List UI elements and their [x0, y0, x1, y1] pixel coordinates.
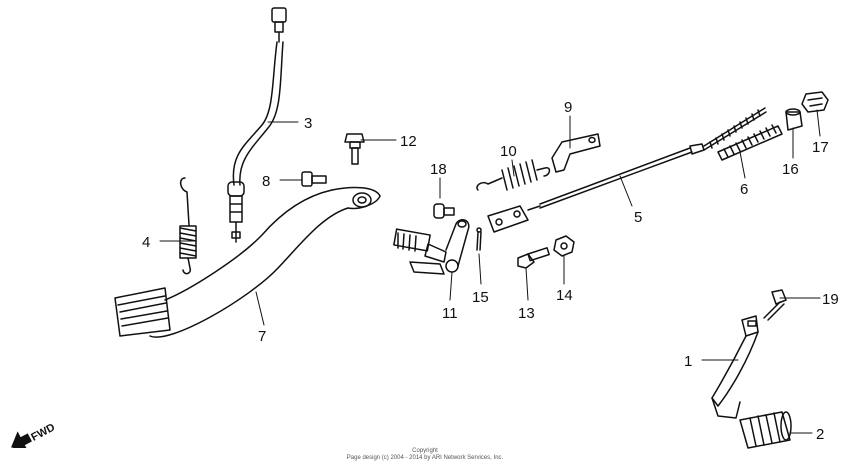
callout-part-18: 18	[430, 161, 447, 178]
cotter-pin	[476, 227, 482, 251]
callout-part-5: 5	[634, 209, 642, 226]
callout-part-6: 6	[740, 181, 748, 198]
callout-part-10: 10	[500, 143, 517, 160]
brake-arm	[393, 219, 470, 275]
callout-part-13: 13	[518, 305, 535, 322]
callout-part-15: 15	[472, 289, 489, 306]
joint-pin	[785, 108, 803, 131]
adjusting-nut	[801, 91, 829, 113]
arm-bolt	[433, 203, 455, 219]
cable-bracket	[551, 133, 601, 173]
callout-part-14: 14	[556, 287, 573, 304]
flange-bolt	[344, 133, 365, 165]
callout-part-16: 16	[782, 161, 799, 178]
callout-part-4: 4	[142, 234, 150, 251]
callout-part-2: 2	[816, 426, 824, 443]
copyright-line: Copyright	[412, 448, 438, 454]
stop-switch-spring	[476, 159, 551, 191]
callout-labels: 1 2 3 4 5 6 7 8 9 10 11 12 13 14 15 16 1…	[142, 99, 839, 443]
callout-part-11: 11	[442, 305, 458, 322]
callout-part-12: 12	[400, 133, 417, 150]
copyright-footer: Copyright Page design (c) 2004 - 2014 by…	[0, 448, 850, 462]
brake-switch-cable	[227, 7, 287, 243]
arm-pinch-bolt	[763, 289, 787, 321]
forward-arrow-icon	[11, 431, 32, 448]
foot-peg-rubber	[739, 411, 792, 449]
forward-label: FWD	[29, 421, 57, 443]
hex-nut	[553, 235, 575, 257]
callout-part-8: 8	[262, 173, 270, 190]
callout-part-1: 1	[684, 353, 692, 370]
callout-part-17: 17	[812, 139, 829, 156]
leader-lines	[159, 109, 821, 434]
pivot-bolt	[301, 171, 327, 187]
hex-bolt	[517, 247, 550, 269]
callout-part-3: 3	[304, 115, 312, 132]
brake-pedal	[114, 186, 381, 338]
lever-arm	[711, 315, 759, 419]
callout-part-7: 7	[258, 328, 266, 345]
brake-rod	[487, 107, 767, 233]
page-design-credit: Page design (c) 2004 - 2014 by ARI Netwo…	[346, 455, 504, 461]
rod-spring	[717, 124, 783, 161]
forward-direction-indicator: FWD	[11, 421, 57, 448]
return-spring	[179, 177, 197, 275]
callout-part-19: 19	[822, 291, 839, 308]
callout-part-9: 9	[564, 99, 572, 116]
